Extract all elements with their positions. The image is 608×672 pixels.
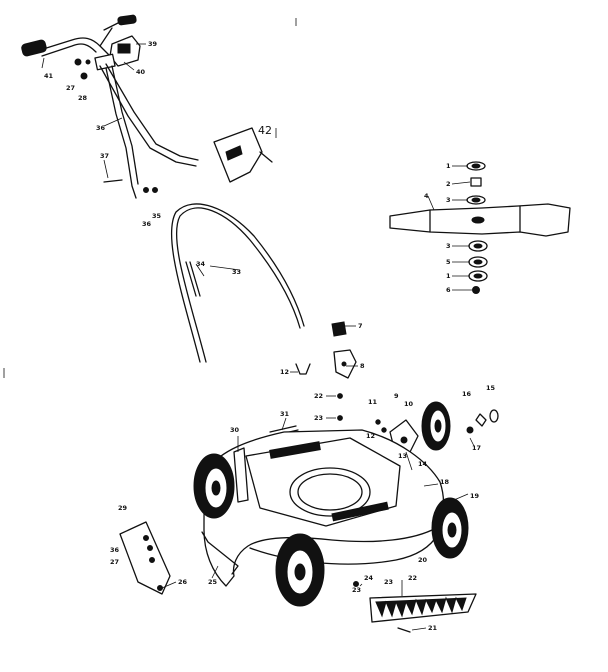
bracket-42 <box>213 127 273 183</box>
callout-25: 25 <box>208 578 218 586</box>
callout-14: 14 <box>418 460 428 468</box>
hardware-left <box>74 58 158 193</box>
callout-9: 9 <box>394 392 399 400</box>
detached-wheel <box>421 401 499 451</box>
callout-29: 29 <box>118 504 128 512</box>
callout-15: 15 <box>486 384 496 392</box>
callout-23a: 23 <box>314 414 323 422</box>
callout-19: 19 <box>470 492 480 500</box>
callout-24: 24 <box>364 574 374 582</box>
callout-42: 42 <box>258 124 272 137</box>
callout-13: 13 <box>398 452 407 460</box>
callout-7: 7 <box>358 322 363 330</box>
callout-labels: 41 27 28 39 40 36 37 36 35 42 34 33 1 2 … <box>44 40 496 632</box>
rear-axle <box>233 447 249 503</box>
callout-22b: 22 <box>408 574 417 582</box>
callout-16: 16 <box>462 390 472 398</box>
callout-40: 40 <box>136 68 146 76</box>
callout-6: 6 <box>446 286 451 294</box>
callout-11: 11 <box>368 398 378 406</box>
callout-17: 17 <box>472 444 481 452</box>
callout-26: 26 <box>178 578 188 586</box>
callout-4: 4 <box>424 192 429 200</box>
callout-10: 10 <box>404 400 414 408</box>
callout-8: 8 <box>360 362 365 370</box>
callout-31: 31 <box>280 410 290 418</box>
callout-41: 41 <box>44 72 54 80</box>
handle-rod <box>201 531 239 575</box>
handle-tubes <box>99 63 199 199</box>
callout-35: 35 <box>152 212 162 220</box>
callout-38: 36 <box>96 124 106 132</box>
discharge-chute <box>353 581 477 633</box>
scan-marks <box>3 18 297 378</box>
callout-27a: 27 <box>66 84 75 92</box>
callout-28: 28 <box>78 94 88 102</box>
lower-handle <box>170 203 305 363</box>
callout-37: 37 <box>100 152 109 160</box>
callout-23b: 23 <box>384 578 393 586</box>
blade <box>389 203 571 237</box>
callout-2: 2 <box>446 180 451 188</box>
callout-34: 34 <box>196 260 206 268</box>
wheel-rear-left <box>193 453 235 519</box>
callout-3b: 3 <box>446 242 451 250</box>
callout-33: 33 <box>232 268 241 276</box>
callout-22a: 22 <box>314 392 323 400</box>
callout-27b: 27 <box>110 558 119 566</box>
rear-shield <box>119 521 171 595</box>
callout-36c: 36 <box>110 546 120 554</box>
mower-deck <box>203 429 445 587</box>
callout-36b: 36 <box>142 220 152 228</box>
wheel-front-right <box>431 497 469 559</box>
callout-20: 20 <box>418 556 428 564</box>
blade-hardware-stack <box>466 161 488 294</box>
callout-12b: 12 <box>366 432 375 440</box>
wheel-front-left <box>275 533 325 607</box>
switch-box <box>94 35 141 71</box>
callout-1b: 1 <box>446 272 451 280</box>
callout-21: 21 <box>428 624 438 632</box>
callout-30: 30 <box>230 426 240 434</box>
callout-39: 39 <box>148 40 158 48</box>
upper-handle <box>21 14 137 59</box>
callout-18: 18 <box>440 478 450 486</box>
callout-1a: 1 <box>446 162 451 170</box>
callout-12a: 12 <box>280 368 289 376</box>
leader-lines <box>41 43 475 631</box>
callout-3a: 3 <box>446 196 451 204</box>
callout-5: 5 <box>446 258 451 266</box>
callout-23c: 23 <box>352 586 361 594</box>
